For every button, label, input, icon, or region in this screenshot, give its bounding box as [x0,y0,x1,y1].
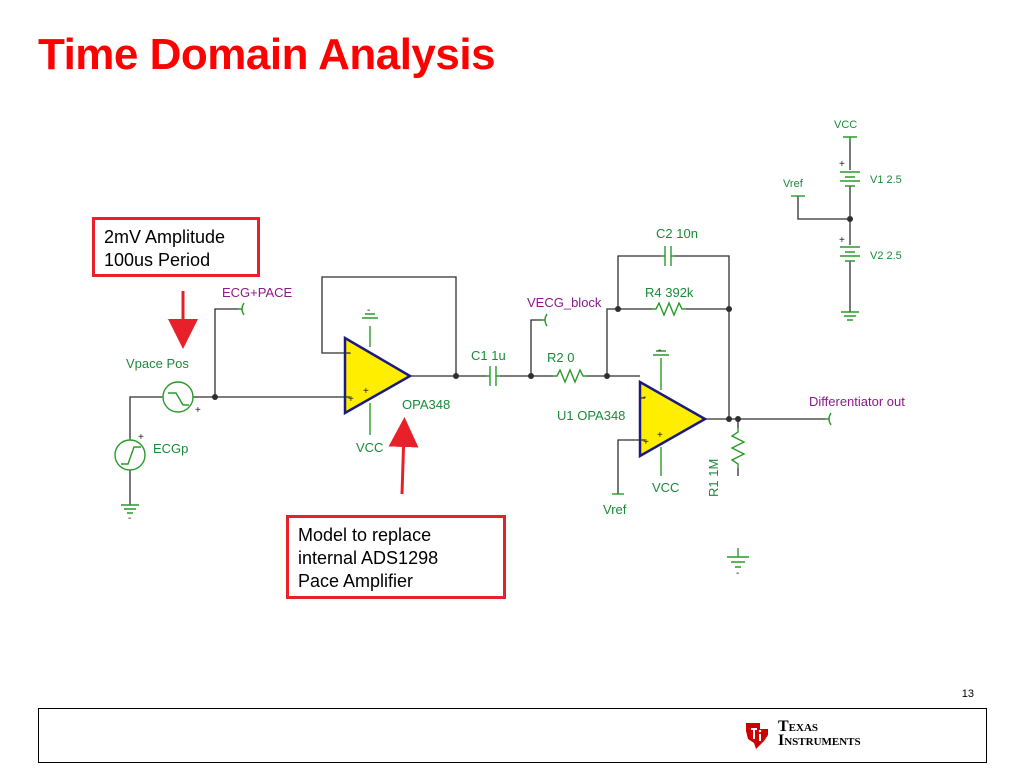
buffer-supply-minus-mark: - [367,305,370,316]
diff-supply-label: VCC [652,480,679,495]
r2-label: R2 0 [547,350,574,365]
ti-logo-mark [746,723,768,749]
pace-plus-mark: + [195,405,201,416]
diff-vref-label: Vref [603,502,627,517]
ti-logo: Texas Instruments [742,718,882,752]
supply-vcc-label: VCC [834,119,857,131]
buffer-supply-label: VCC [356,440,383,455]
diff-noninverting-mark: + [643,437,649,448]
diff-opamp-symbol [638,379,708,459]
ti-logo-line2: Instruments [778,732,861,749]
buffer-opamp-symbol [343,335,413,416]
ecg-pace-node-label: ECG+PACE [222,285,293,300]
ti-logo-line1: Texas [778,718,819,735]
model-callout-line2: internal ADS1298 [298,548,439,568]
component-symbols [114,136,860,568]
ecg-ground-minus-mark: - [128,513,131,524]
page-number: 13 [961,688,974,700]
ecg-source-symbol [114,439,146,471]
c2-label: C2 10n [656,226,698,241]
isolated-ground-minus-mark: - [736,568,739,579]
differentiator-out-label: Differentiator out [809,394,905,409]
page-title: Time Domain Analysis [38,30,496,79]
buffer-supply-plus-mark: + [363,386,369,397]
v2-label: V2 2.5 [870,250,902,262]
c1-label: C1 1u [471,348,506,363]
ti-logo-text: Texas Instruments [778,718,861,749]
model-callout: Model to replace internal ADS1298 Pace A… [286,515,506,599]
opamp-pins [345,352,645,441]
model-callout-line1: Model to replace [298,525,432,545]
v1-label: V1 2.5 [870,174,902,186]
r1-label: R1 1M [706,459,721,497]
signal-callout-line1: 2mV Amplitude [104,227,226,247]
schematic-diagram: - + + - + + - - + + + + - - Vpace Pos EC… [114,119,905,579]
callout-arrows [168,291,419,495]
ecg-source-label: ECGp [153,441,188,456]
diff-supply-minus-mark: - [658,345,661,356]
opamp-pin-marks: - + + - + + - - + + + + - - [128,159,845,579]
wires [129,137,851,505]
buffer-opamp-label: OPA348 [402,397,450,412]
r4-label: R4 392k [645,285,694,300]
v2-plus-mark: + [839,235,845,246]
pace-source-label: Vpace Pos [126,356,189,371]
supply-vref-label: Vref [783,178,804,190]
footer-bar [38,708,987,763]
signal-callout: 2mV Amplitude 100us Period [92,217,260,277]
vecg-block-label: VECG_block [527,295,602,310]
v1-plus-mark: + [839,159,845,170]
model-arrow [388,417,419,495]
junction-dots [212,216,853,422]
signal-callout-line2: 100us Period [104,250,211,270]
diff-inverting-mark: - [643,392,646,403]
ecg-plus-mark: + [138,432,144,443]
diff-supply-plus-mark: + [657,430,663,441]
diff-opamp-label: U1 OPA348 [557,408,625,423]
buffer-inverting-mark: - [348,348,351,359]
buffer-noninverting-mark: + [348,394,354,405]
model-callout-line3: Pace Amplifier [298,571,414,591]
